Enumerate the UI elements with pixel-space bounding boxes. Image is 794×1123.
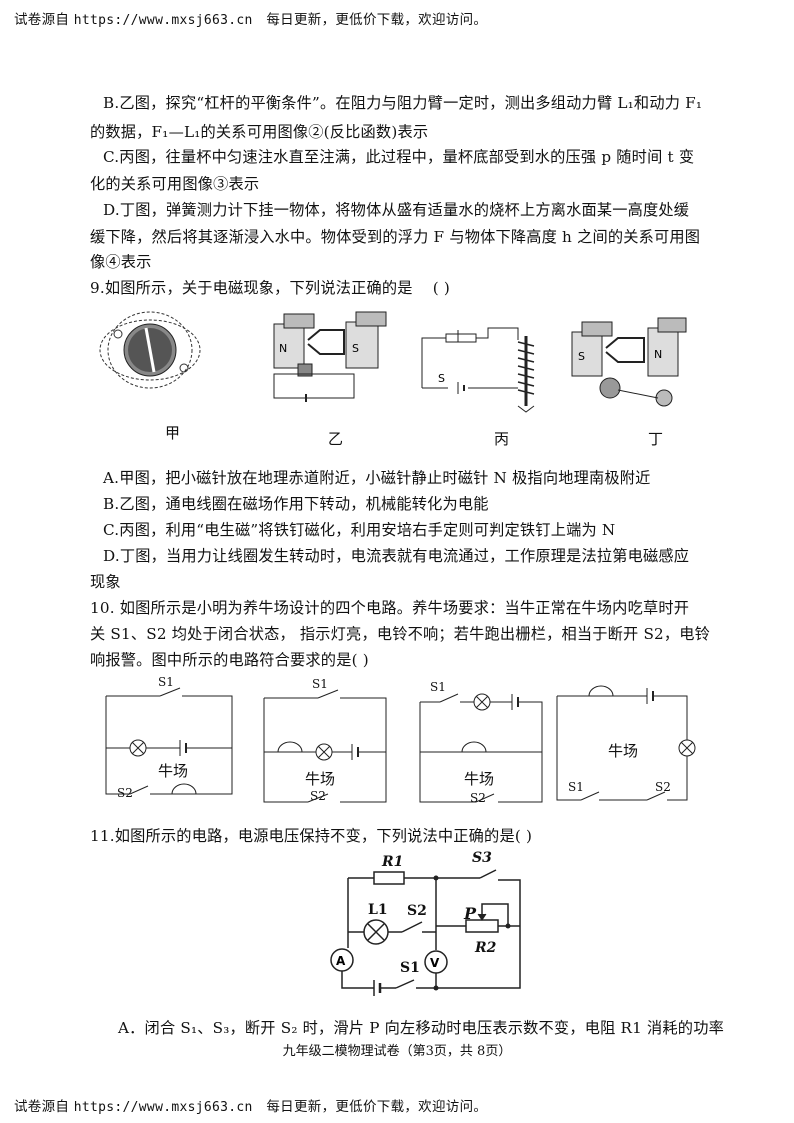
q11-l1: L1 [368,902,388,918]
q10b-field: 牛场 [305,770,336,788]
q11-option-a: A．闭合 S₁、S₃，断开 S₂ 时，滑片 P 向左移动时电压表示数不变，电阻 … [118,1019,724,1037]
q11-s1: S1 [400,960,420,976]
q9-figure-ding: S N [571,317,687,407]
site-url: https://www.mxsj663.cn [73,1100,253,1115]
q10-stem-line3: 响报警。图中所示的电路符合要求的是( ) [90,651,369,669]
site-url: https://www.mxsj663.cn [73,13,253,28]
q10b-s1: S1 [312,677,328,691]
q9-option-b: B.乙图，通电线圈在磁场作用下转动，机械能转化为电能 [103,495,489,513]
q10b-s2: S2 [310,789,326,803]
q8-option-b-line1: B.乙图，探究“杠杆的平衡条件”。在阻力与阻力臂一定时，测出多组动力臂 L₁和动… [103,94,703,112]
q9-figure-bing: S [421,327,535,413]
q10-stem-line1: 10. 如图所示是小明为养牛场设计的四个电路。养牛场要求：当牛正常在牛场内吃草时… [90,599,690,617]
q11-r2: R2 [475,940,497,956]
q8-option-d-line1: D.丁图，弹簧测力计下挂一物体，将物体从盛有适量水的烧杯上方离水面某一高度处缓 [103,201,690,219]
site-label: 试卷源自 [14,1099,70,1115]
q9-option-a: A.甲图，把小磁针放在地理赤道附近，小磁针静止时磁针 N 极指向地理南极附近 [103,469,651,487]
q11-p: P [464,904,477,923]
svg-text:V: V [430,956,440,970]
q10d-field: 牛场 [608,742,639,760]
svg-text:S: S [438,372,445,385]
q9-figure-yi: N S [273,311,387,402]
slogan: 每日更新，更低价下载，欢迎访问。 [266,12,488,28]
slogan: 每日更新，更低价下载，欢迎访问。 [266,1099,488,1115]
q11-s2: S2 [407,903,427,919]
q9-option-c: C.丙图，利用“电生磁”将铁钉磁化，利用安培右手定则可判定铁钉上端为 N [103,521,616,539]
svg-text:S: S [578,350,585,363]
fig-label-ding: 丁 [648,430,664,448]
q8-option-d-line2: 缓下降，然后将其逐渐浸入水中。物体受到的浮力 F 与物体下降高度 h 之间的关系… [90,228,701,246]
q11-s3: S3 [472,850,492,866]
q10-circuit-a [105,687,233,795]
q10a-s1: S1 [158,675,174,689]
q10d-s2: S2 [655,780,671,794]
q10a-s2: S2 [117,786,133,800]
q11-circuit: A V [330,869,521,996]
q8-option-c-line1: C.丙图，往量杯中匀速注水直至注满，此过程中，量杯底部受到水的压强 p 随时间 … [103,148,695,166]
q10d-s1: S1 [568,780,584,794]
q8-option-d-line3: 像④表示 [90,253,152,271]
q8-option-b-line2: 的数据，F₁—L₁的关系可用图像②(反比函数)表示 [90,123,429,141]
svg-text:A: A [336,954,346,968]
q9-option-d-line2: 现象 [90,573,121,591]
top-watermark: 试卷源自 https://www.mxsj663.cn 每日更新，更低价下载，欢… [14,8,487,28]
fig-label-yi: 乙 [328,430,344,448]
svg-text:S: S [352,342,359,355]
q9-option-d-line1: D.丁图，当用力让线圈发生转动时，电流表就有电流通过，工作原理是法拉第电磁感应 [103,547,690,565]
q11-r1: R1 [382,854,404,870]
page-footer: 九年级二模物理试卷（第3页，共 8页） [282,1044,512,1059]
q9-stem: 9.如图所示，关于电磁现象，下列说法正确的是 ( ) [90,279,451,297]
bottom-watermark: 试卷源自 https://www.mxsj663.cn 每日更新，更低价下载，欢… [14,1095,487,1115]
fig-label-bing: 丙 [494,430,510,448]
q8-option-c-line2: 化的关系可用图像③表示 [90,175,260,193]
q10a-field: 牛场 [158,762,189,780]
q10c-s1: S1 [430,680,446,694]
site-label: 试卷源自 [14,12,70,28]
q9-figure-jia [99,311,201,389]
svg-text:N: N [279,342,287,355]
fig-label-jia: 甲 [165,424,181,442]
q10-circuit-d [556,685,696,801]
q10-stem-line2: 关 S1、S2 均处于闭合状态， 指示灯亮，电铃不响；若牛跑出栅栏，相当于断开 … [90,625,711,643]
q10-circuit-c [419,693,543,803]
svg-text:N: N [654,348,662,361]
q10c-s2: S2 [470,791,486,805]
q10-circuit-b [263,689,387,803]
q11-stem: 11.如图所示的电路，电源电压保持不变，下列说法中正确的是( ) [90,827,533,845]
q10c-field: 牛场 [464,770,495,788]
